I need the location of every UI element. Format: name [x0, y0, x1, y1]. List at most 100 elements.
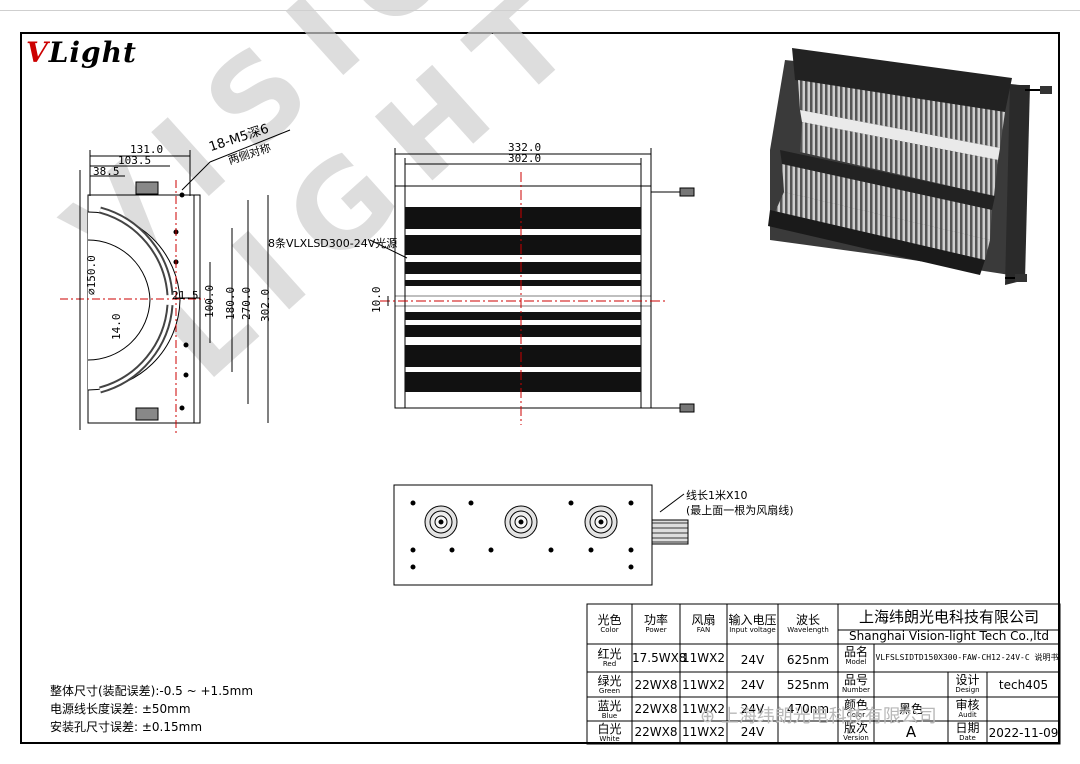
- row-green-fan: 11WX2: [682, 678, 725, 692]
- dim-side-diameter: ⌀150.0: [85, 255, 98, 295]
- drawing-frame: [20, 32, 1060, 744]
- company-name-en: Shanghai Vision-light Tech Co.,ltd: [849, 629, 1049, 643]
- row-blue-fan: 11WX2: [682, 702, 725, 716]
- date-label-cn: 日期: [955, 721, 980, 735]
- row-red-wavelength: 625nm: [786, 653, 830, 667]
- watermark-company: ⊕ 上海纬朗光电科技有限公司: [700, 706, 937, 727]
- product-3d-render: [768, 48, 1052, 285]
- header-voltage-en: Input voltage: [729, 626, 776, 635]
- version-label-en: Version: [843, 734, 869, 743]
- color-value: 黑色: [898, 702, 923, 716]
- number-label-cn: 品号: [843, 673, 868, 687]
- dim-side-100: 100.0: [203, 284, 216, 318]
- logo-text: Light: [48, 36, 137, 69]
- color-label-en: Color: [846, 711, 866, 720]
- dim-side-103-5: 103.5: [118, 154, 152, 167]
- company-name-cn: 上海纬朗光电科技有限公司: [858, 608, 1039, 626]
- date-label-en: Date: [959, 734, 976, 743]
- row-white-voltage: 24V: [740, 725, 765, 739]
- row-blue-cn: 蓝光: [597, 699, 622, 713]
- row-red-fan: 11WX2: [682, 651, 725, 665]
- row-red-en: Red: [602, 660, 617, 669]
- side-view: [60, 129, 291, 435]
- number-label-en: Number: [841, 686, 871, 695]
- logo: VLight: [26, 36, 137, 69]
- watermark-company-text: 上海纬朗光电科技有限公司: [720, 706, 937, 727]
- callout-cable-length: 线长1米X10: [686, 489, 748, 502]
- logo-v: V: [26, 36, 49, 69]
- callout-light-source: 8条VLXLSD300-24V光源: [268, 237, 398, 250]
- row-green-voltage: 24V: [740, 678, 765, 692]
- row-blue-power: 22WX8: [634, 702, 678, 716]
- row-white-fan: 11WX2: [682, 725, 725, 739]
- page-top-rule: [0, 10, 1080, 11]
- row-red-cn: 红光: [597, 647, 622, 661]
- row-blue-wavelength: 470nm: [786, 702, 830, 716]
- dim-side-38-5: 38.5: [93, 165, 120, 178]
- header-power-en: Power: [645, 626, 667, 635]
- design-value: tech405: [998, 678, 1049, 692]
- front-view: [369, 148, 695, 425]
- row-green-power: 22WX8: [634, 678, 678, 692]
- version-label-cn: 版次: [843, 721, 868, 735]
- header-fan-cn: 风扇: [691, 613, 716, 627]
- title-block-grid: [586, 603, 1061, 745]
- audit-label-cn: 审核: [955, 698, 980, 712]
- audit-label-en: Audit: [958, 711, 977, 720]
- color-label-cn: 颜色: [843, 698, 868, 712]
- dim-front-332: 332.0: [508, 141, 542, 154]
- row-red-voltage: 24V: [740, 653, 765, 667]
- dim-side-270: 270.0: [240, 286, 253, 320]
- header-color-en: Color: [600, 626, 619, 635]
- dim-side-14: 14.0: [110, 313, 123, 341]
- row-green-en: Green: [598, 687, 621, 696]
- tolerance-cable: 电源线长度误差: ±50mm: [50, 702, 191, 716]
- dim-side-131: 131.0: [130, 143, 164, 156]
- design-label-en: Design: [955, 686, 980, 695]
- date-value: 2022-11-09: [988, 726, 1059, 740]
- dim-side-180: 180.0: [224, 286, 237, 320]
- dim-side-302: 302.0: [259, 288, 272, 322]
- row-red-power: 17.5WX8: [632, 651, 687, 665]
- bottom-view: [393, 484, 689, 586]
- header-wavelength-en: Wavelength: [787, 626, 829, 635]
- model-value: VLFSLSIDTD150X300-FAW-CH12-24V-C 说明书: [875, 653, 1059, 662]
- row-green-cn: 绿光: [597, 674, 622, 688]
- header-wavelength-cn: 波长: [795, 613, 820, 627]
- row-blue-en: Blue: [601, 712, 618, 721]
- version-value: A: [905, 723, 917, 741]
- dim-side-150: 150.0: [85, 255, 98, 289]
- dim-side-21-5: 21.5: [172, 289, 199, 302]
- dim-front-302: 302.0: [508, 152, 542, 165]
- header-color-cn: 光色: [597, 613, 622, 627]
- row-blue-voltage: 24V: [740, 702, 765, 716]
- callout-fan-wire: (最上面一根为风扇线): [686, 504, 794, 517]
- dim-front-10: 10.0: [370, 286, 383, 314]
- row-white-en: White: [599, 735, 620, 744]
- model-label-en: Model: [845, 658, 867, 667]
- header-fan-en: FAN: [696, 626, 711, 635]
- row-green-wavelength: 525nm: [786, 678, 830, 692]
- tolerance-overall: 整体尺寸(装配误差):-0.5 ~ +1.5mm: [50, 684, 254, 698]
- design-label-cn: 设计: [955, 673, 980, 687]
- row-white-cn: 白光: [597, 722, 622, 736]
- model-label-cn: 品名: [843, 645, 868, 659]
- tolerance-holes: 安装孔尺寸误差: ±0.15mm: [50, 720, 203, 734]
- row-white-power: 22WX8: [634, 725, 678, 739]
- header-voltage-cn: 输入电压: [728, 613, 777, 627]
